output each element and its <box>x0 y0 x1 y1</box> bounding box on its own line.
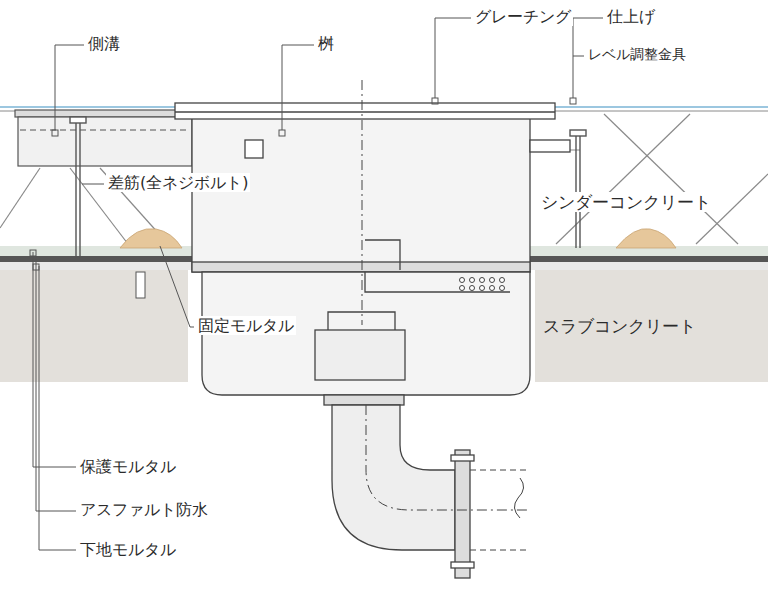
fixing-mortar <box>616 229 676 248</box>
drain-holes <box>490 278 495 283</box>
part-label: 固定モルタル <box>196 316 296 335</box>
drain-holes <box>460 278 465 283</box>
leader-line <box>30 18 603 550</box>
part-label: 桝 <box>316 34 336 53</box>
part-label: 差筋(全ネジボルト) <box>106 173 250 192</box>
anchor-bolt <box>570 130 586 136</box>
drain-holes <box>500 278 505 283</box>
trap <box>315 330 405 380</box>
break-mark <box>514 478 523 518</box>
side-gutter <box>15 110 192 166</box>
part-label: レベル調整金具 <box>586 46 688 63</box>
part-label: シンダーコンクリート <box>539 192 713 212</box>
drain-holes <box>490 286 495 291</box>
waterproof-layers <box>0 262 195 270</box>
cinder-hatch <box>604 114 738 244</box>
drain-box <box>365 240 400 270</box>
drain-pipe <box>451 562 474 568</box>
region-label: スラブコンクリート <box>543 316 696 336</box>
anchor-bolt <box>79 117 80 258</box>
drain-box <box>175 103 570 395</box>
leader-line <box>52 130 58 136</box>
center-line <box>362 80 530 550</box>
leader-line <box>82 184 104 185</box>
side-gutter <box>18 117 192 166</box>
drain-pipe <box>455 450 470 578</box>
part-label: 保護モルタル <box>78 457 178 476</box>
leader-line <box>432 98 438 104</box>
slab-concrete <box>136 272 145 298</box>
leader-line <box>160 246 194 327</box>
drain-box <box>192 118 530 272</box>
cinder-hatch <box>0 168 40 228</box>
anchor-bolt <box>70 117 586 298</box>
center-line <box>362 80 363 325</box>
leader-line <box>33 264 39 270</box>
part-label: 仕上げ <box>605 7 657 26</box>
leader-line <box>55 45 84 130</box>
part-label: アスファルト防水 <box>78 500 210 519</box>
finish-surface <box>0 106 176 108</box>
drain-box <box>245 140 263 158</box>
part-label: 側溝 <box>86 34 122 53</box>
drain-box <box>530 140 570 152</box>
leader-line <box>30 250 36 256</box>
drain-pipe <box>332 405 455 550</box>
part-label: グレーチング <box>473 7 573 26</box>
break-mark <box>514 478 523 518</box>
drain-pipe <box>451 455 474 461</box>
anchor-bolt <box>70 117 86 123</box>
anchor-bolt <box>579 130 580 248</box>
drain-box <box>365 272 510 292</box>
part-label: 下地モルタル <box>78 540 178 559</box>
anchor-bolt <box>75 117 76 258</box>
drain-pipe <box>324 395 474 578</box>
drain-holes <box>460 286 465 291</box>
side-gutter <box>20 129 190 130</box>
leader-line <box>435 18 471 98</box>
waterproof-layers <box>528 262 768 270</box>
center-line <box>366 405 530 510</box>
center-line <box>470 470 530 471</box>
anchor-bolt <box>575 130 576 248</box>
leader-line <box>39 266 76 550</box>
drain-holes <box>470 286 475 291</box>
drain-box <box>175 111 555 112</box>
drain-holes <box>500 286 505 291</box>
finish-surface <box>554 111 768 112</box>
slab-band: スラブコンクリート <box>535 270 768 382</box>
leader-line <box>573 56 584 57</box>
drain-holes <box>460 278 505 291</box>
trap <box>315 312 405 380</box>
drain-pipe <box>324 395 404 405</box>
slab-concrete <box>0 270 188 382</box>
drain-box <box>175 103 555 119</box>
finish-surface <box>554 106 768 108</box>
fixing-mortar <box>120 229 182 248</box>
leader-line <box>570 98 576 104</box>
drain-holes <box>480 286 485 291</box>
waterproof-layers <box>528 256 768 262</box>
leader-line <box>282 45 314 130</box>
slab-concrete <box>0 270 188 382</box>
center-line <box>470 550 530 551</box>
drain-holes <box>470 278 475 283</box>
drain-box <box>192 262 530 272</box>
leader-line <box>279 130 285 136</box>
side-gutter <box>15 110 192 117</box>
drain-holes <box>480 278 485 283</box>
leader-line <box>36 259 76 511</box>
